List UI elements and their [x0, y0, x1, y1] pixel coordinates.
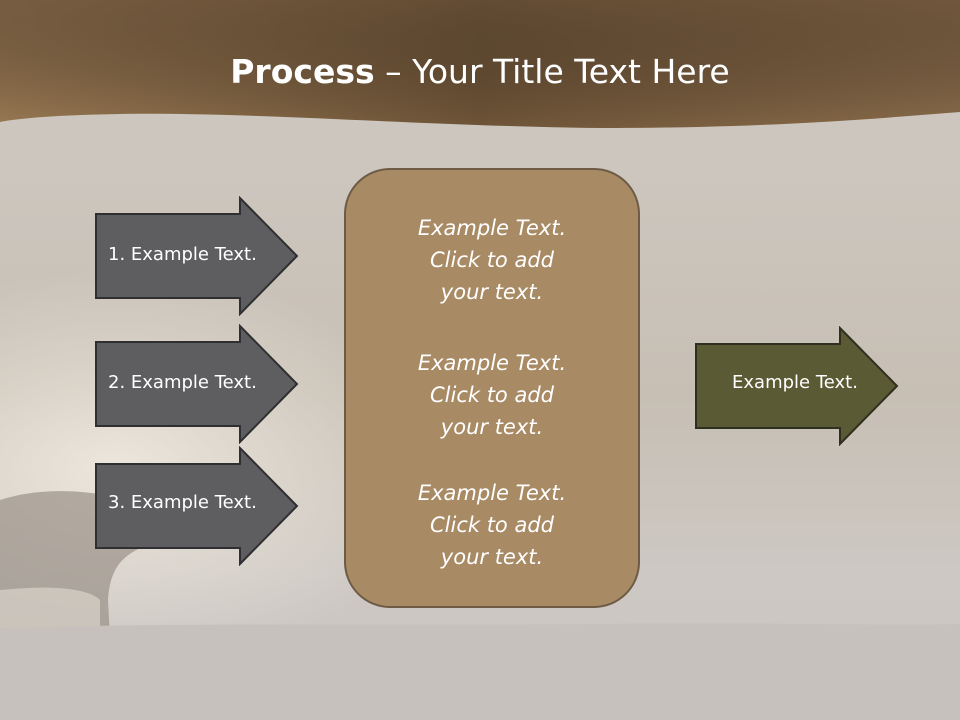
left-arrow-1-label: 1. Example Text.: [108, 244, 257, 265]
slide-title: Process – Your Title Text Here: [0, 52, 960, 91]
center-text-3-line-1: Example Text.: [417, 481, 567, 505]
left-arrow-1[interactable]: [94, 196, 300, 316]
title-bold: Process: [230, 52, 375, 91]
center-text-block-1[interactable]: Example Text. Click to add your text.: [344, 212, 640, 308]
center-text-block-3[interactable]: Example Text. Click to add your text.: [344, 477, 640, 573]
center-text-3-line-2: Click to add: [429, 513, 554, 537]
center-text-block-2[interactable]: Example Text. Click to add your text.: [344, 347, 640, 443]
left-arrow-2-label: 2. Example Text.: [108, 372, 257, 393]
center-text-3-line-3: your text.: [440, 545, 544, 569]
right-arrow-label: Example Text.: [732, 372, 858, 393]
center-text-2-line-2: Click to add: [429, 383, 554, 407]
ground: [0, 623, 960, 720]
title-rest: – Your Title Text Here: [374, 52, 730, 91]
ground-glow: [0, 587, 100, 636]
left-arrow-2[interactable]: [94, 324, 300, 444]
center-text-1-line-1: Example Text.: [417, 216, 567, 240]
center-content-box[interactable]: [344, 168, 640, 608]
center-text-1-line-2: Click to add: [429, 248, 554, 272]
center-text-1-line-3: your text.: [440, 280, 544, 304]
left-arrow-3[interactable]: [94, 446, 300, 566]
right-arrow[interactable]: [694, 326, 900, 446]
center-text-2-line-1: Example Text.: [417, 351, 567, 375]
left-arrow-3-label: 3. Example Text.: [108, 492, 257, 513]
center-text-2-line-3: your text.: [440, 415, 544, 439]
header-band-shade: [0, 0, 960, 128]
